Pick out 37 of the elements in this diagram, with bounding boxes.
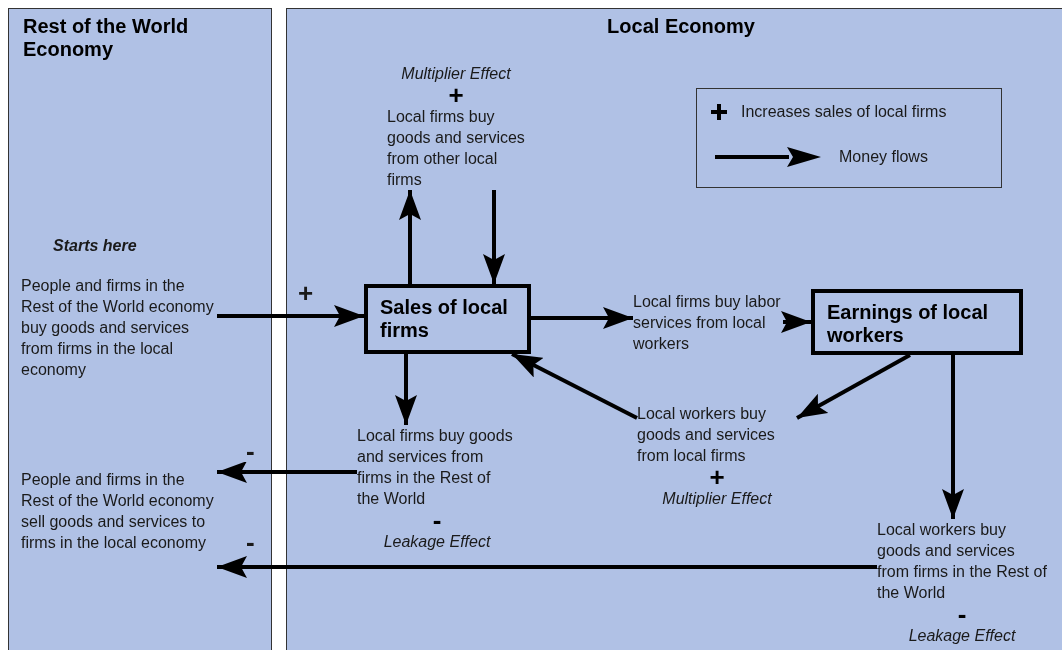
flow-description: Local firms buy goods and services from other local firms	[387, 107, 525, 190]
money-flow-arrow	[217, 556, 877, 578]
effect-sign: +	[448, 84, 464, 106]
box-title: Sales of local firms	[380, 296, 509, 342]
legend-text: Increases sales of local firms	[741, 103, 947, 121]
flow-description: Local workers buy goods and services from local firms	[637, 404, 776, 466]
money-flow-arrow	[781, 311, 811, 333]
effect-sign: -	[957, 603, 967, 625]
money-flow-arrow	[796, 353, 911, 420]
effect-sign: -	[432, 509, 442, 531]
panel-heading: Rest of the World Economy	[23, 15, 190, 61]
effect-caption: Multiplier Effect	[401, 64, 511, 84]
economy-panel	[8, 8, 272, 650]
process-box	[811, 289, 1023, 355]
money-flow-arrow	[511, 352, 638, 420]
money-flow-arrow	[217, 461, 357, 483]
money-flow-arrow	[942, 355, 964, 519]
effect-caption: Multiplier Effect	[662, 489, 772, 509]
money-flow-arrow	[217, 305, 364, 327]
legend-text: Money flows	[839, 148, 928, 166]
economy-panel	[286, 8, 1062, 650]
flow-description: Local firms buy labor services from local workers	[633, 292, 782, 354]
flow-description: Local workers buy goods and services from firms in the Rest of the World	[877, 520, 1047, 603]
process-box	[364, 284, 531, 354]
effect-sign: +	[709, 466, 725, 488]
effect-caption: Leakage Effect	[383, 532, 491, 552]
panel-heading: Local Economy	[606, 15, 756, 38]
starts-here-note: Starts here	[53, 237, 137, 255]
flow-description: People and firms in the Rest of the World economy sell goods and services to firms in the local economy	[21, 470, 215, 553]
flow-description: Local firms buy goods and services from firms in the Rest of the World	[357, 426, 514, 509]
box-title: Earnings of local workers	[827, 301, 990, 347]
money-flow-arrow	[395, 354, 417, 425]
effect-caption: Leakage Effect	[908, 626, 1016, 646]
flow-description: People and firms in the Rest of the World economy buy goods and services from firms in the local economy	[21, 276, 215, 380]
money-flow-arrow	[531, 307, 633, 329]
money-flow-arrow	[483, 190, 505, 284]
money-flow-arrow	[399, 190, 421, 284]
